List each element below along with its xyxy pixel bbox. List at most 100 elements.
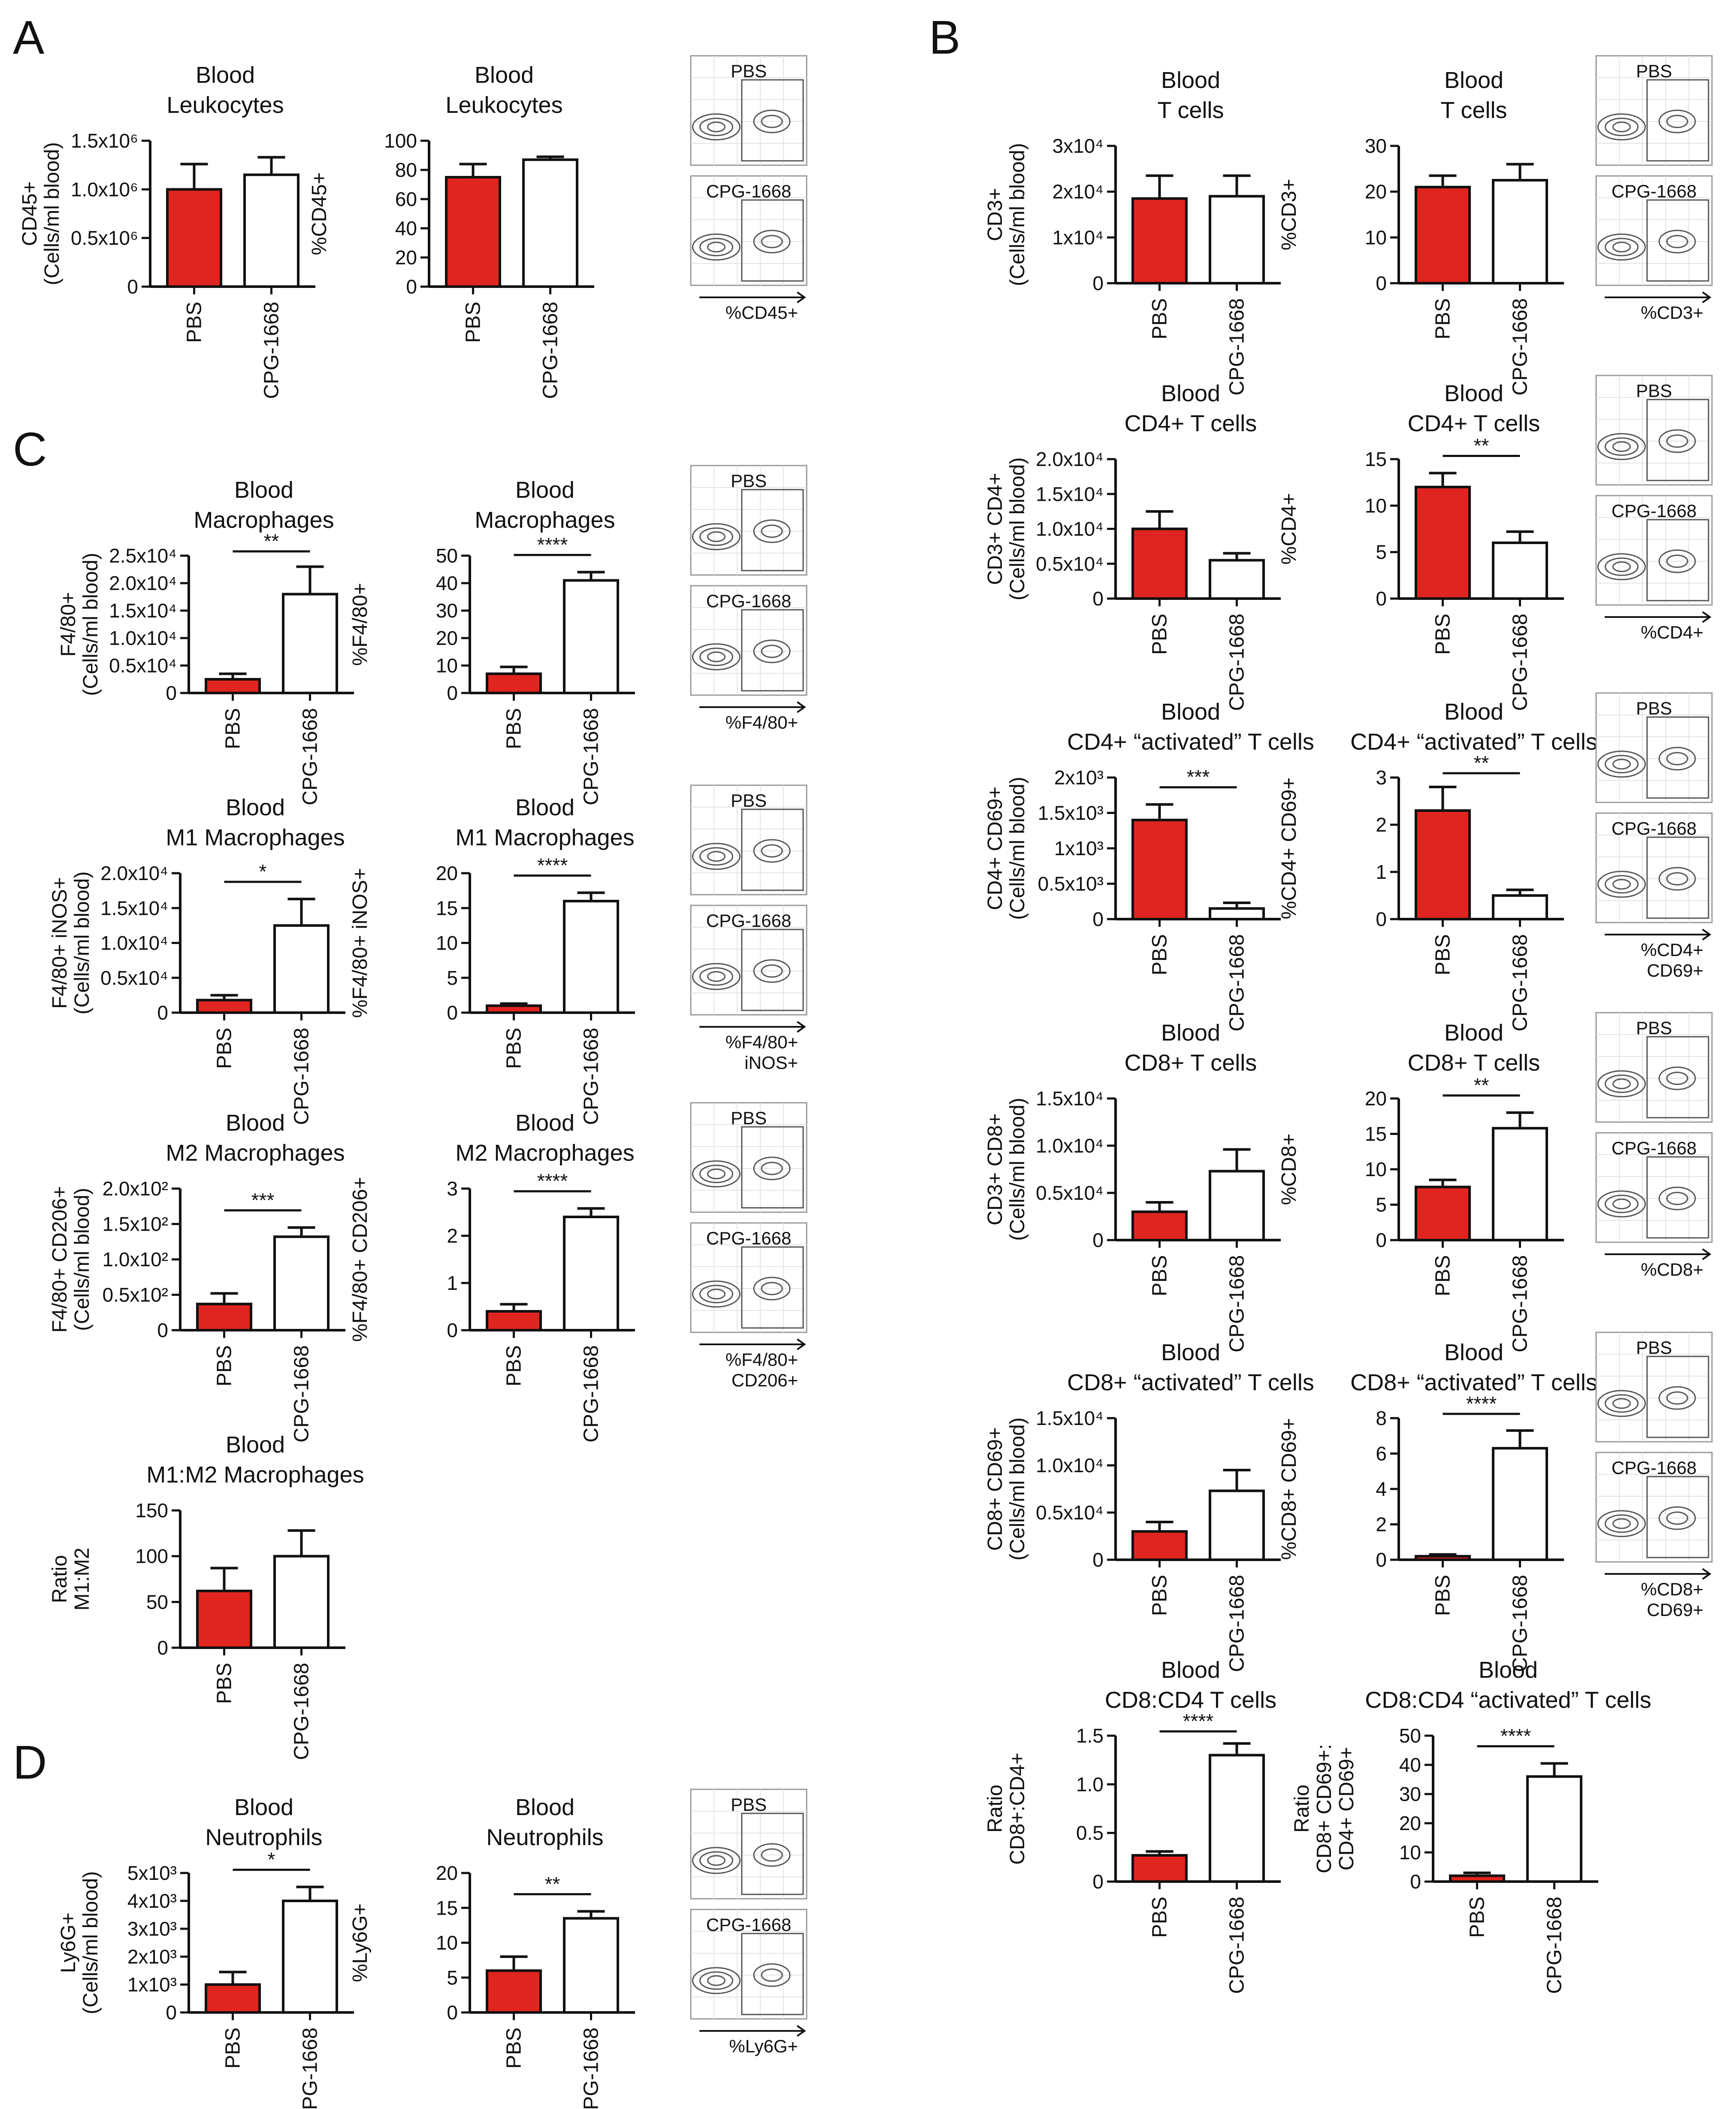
bar-pbs (486, 672, 542, 694)
flow-contour (692, 1280, 741, 1308)
flow-gate (1646, 79, 1709, 162)
bar-cpg-1668 (273, 1555, 330, 1649)
flow-contour (1658, 747, 1696, 771)
y-tick-label: 100 (135, 1545, 168, 1567)
y-tick-label: 1.5x10⁶ (71, 130, 138, 152)
x-tick-label: CPG-1668 (580, 2027, 603, 2109)
bar-pbs (1415, 486, 1471, 600)
y-tick-label: 5 (1376, 1194, 1387, 1216)
flow-contour (692, 233, 741, 261)
flow-gate (1646, 1156, 1709, 1239)
y-tick-label: 0 (1092, 1229, 1104, 1251)
y-tick-label: 20 (436, 862, 458, 884)
bar-cpg-1668 (273, 924, 330, 1014)
y-axis-label-line: CD3+ CD4+ (984, 473, 1007, 585)
y-axis-label-line: Ratio (48, 1555, 71, 1603)
flow-contour (753, 1277, 791, 1301)
y-tick-label: 0 (1092, 1549, 1104, 1571)
flow-contour (692, 113, 741, 141)
y-axis-label-line: CD45+ (18, 182, 41, 246)
y-axis-label-line: (Cells/ml blood) (79, 1871, 102, 2014)
chart-title-line: CD4+ T cells (1408, 411, 1540, 436)
flow-plot-frame (690, 55, 808, 166)
flow-axis-arrowhead (796, 1338, 806, 1350)
significance-stars: **** (1500, 1725, 1531, 1747)
x-tick-label: PBS (213, 1663, 236, 1704)
flow-plot-group-label: CPG-1668 (706, 1228, 791, 1248)
flow-contour (1666, 115, 1688, 128)
chart-title-line: CD8+ T cells (1125, 1050, 1257, 1076)
y-axis-label-line: %CD4+ (1278, 493, 1300, 565)
y-tick-label: 40 (1399, 1754, 1421, 1776)
bar-cpg-1668 (1209, 195, 1265, 285)
x-tick-label: CPG-1668 (1226, 1897, 1249, 1994)
bar-cpg-1668 (1209, 559, 1265, 600)
flow-contour (1604, 875, 1639, 894)
chart-title-line: M2 Macrophages (455, 1140, 634, 1166)
flow-contour (761, 645, 783, 658)
y-tick-label: 1.5 (1076, 1725, 1104, 1747)
chart-title-line: Macrophages (194, 507, 334, 533)
significance-stars: **** (537, 1170, 568, 1192)
flow-gate (741, 929, 804, 1011)
flow-axis-arrowhead (796, 291, 806, 303)
flow-gate (741, 1126, 804, 1209)
y-axis-label-line: %CD8+ (1278, 1134, 1300, 1205)
flow-contour (699, 527, 733, 546)
flow-contour (761, 1848, 783, 1862)
flow-contour (1612, 1078, 1631, 1089)
panel-letter-d: D (13, 1736, 47, 1789)
flow-contour (1658, 230, 1696, 254)
chart-title-line: Blood (1444, 67, 1503, 93)
x-tick-label: CPG-1668 (580, 1345, 603, 1443)
flow-gate (1646, 399, 1709, 481)
flow-contour (1597, 1510, 1646, 1537)
y-axis-label-line: CD3+ (984, 188, 1007, 241)
x-tick-label: CPG-1668 (1226, 1575, 1249, 1672)
y-tick-label: 0 (166, 2001, 177, 2024)
flow-contour (1604, 118, 1639, 136)
chart-title-line: Blood (1161, 67, 1220, 93)
flow-contour (707, 971, 726, 982)
y-axis-label-line: Ratio (1291, 1785, 1313, 1833)
flow-plot-group-label: CPG-1668 (706, 181, 791, 201)
flow-axis-label: %F4/80+ (726, 712, 798, 732)
y-tick-label: 2 (1376, 814, 1387, 836)
y-axis-label-line: Ly6G+ (57, 1912, 80, 1973)
flow-contour (1612, 1518, 1631, 1529)
x-tick-label: PBS (1432, 614, 1455, 655)
y-axis-label-line: (Cells/ml blood) (71, 1188, 94, 1331)
chart-title-line: M1 Macrophages (166, 825, 345, 850)
flow-contour (1658, 429, 1696, 453)
flow-gate (1646, 716, 1709, 799)
y-tick-label: 2 (447, 1225, 458, 1247)
chart-title-line: CD8+ “activated” T cells (1350, 1370, 1597, 1395)
x-tick-label: CPG-1668 (1509, 614, 1532, 711)
y-tick-label: 0 (157, 1637, 168, 1659)
flow-contour (1597, 113, 1646, 141)
flow-axis-label: %CD4+ (1641, 622, 1703, 642)
flow-plot-group-label: CPG-1668 (1612, 181, 1697, 201)
flow-plot-group-label: CPG-1668 (1612, 1138, 1697, 1158)
chart-title-line: Blood (226, 795, 285, 820)
y-tick-label: 0.5x10⁴ (109, 654, 177, 677)
y-axis-label-line: (Cells/ml blood) (1006, 457, 1029, 600)
y-axis-label-line: M1:M2 (71, 1548, 94, 1611)
flow-contour (1612, 121, 1631, 133)
bar-cpg-1668 (282, 1900, 338, 2014)
flow-contour (1666, 752, 1688, 766)
bar-chart-c1: BloodMacrophages00.5x10⁴1.0x10⁴1.5x10⁴2.… (57, 477, 354, 805)
flow-gate (741, 199, 804, 282)
significance-stars: ** (545, 1873, 560, 1895)
flow-plot-frame (690, 905, 808, 1016)
flow-plot-group-label: PBS (731, 61, 767, 81)
y-tick-label: 10 (1365, 1158, 1387, 1180)
significance-stars: **** (1466, 1392, 1497, 1415)
flow-contour (753, 1963, 791, 1987)
